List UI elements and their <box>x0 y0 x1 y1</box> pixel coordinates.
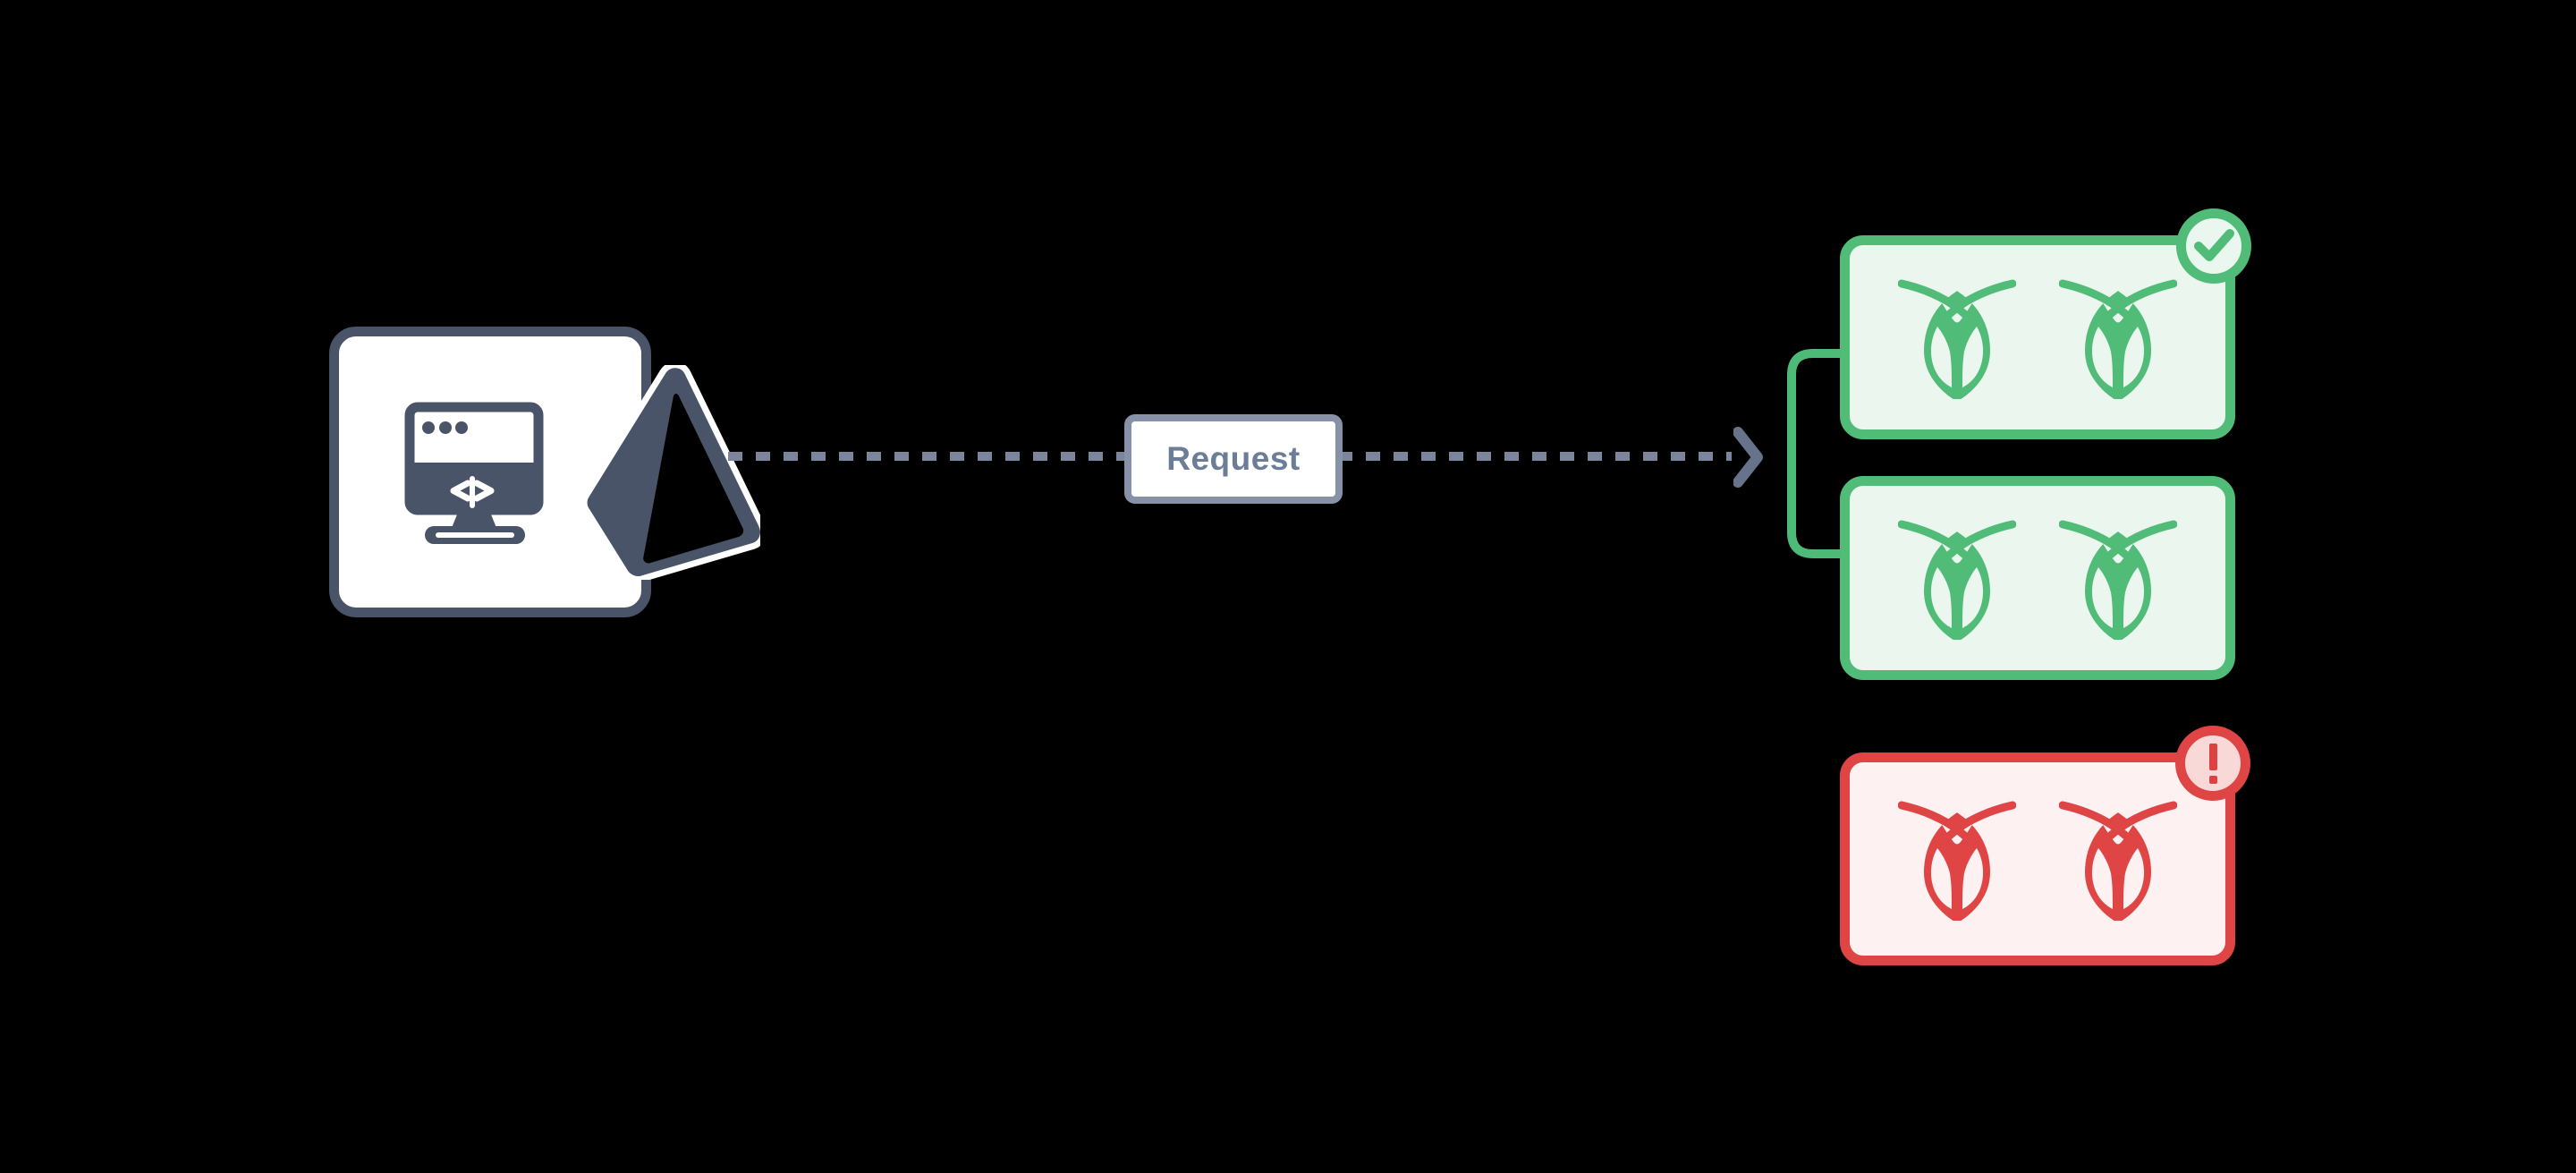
arrowhead-icon <box>1733 427 1763 488</box>
db-node-failed <box>1840 752 2235 965</box>
cockroach-icon <box>1898 801 2016 921</box>
check-badge <box>2176 208 2251 284</box>
exclamation-dot <box>2208 775 2217 784</box>
request-label: Request <box>1166 440 1301 477</box>
browser-code-icon <box>404 402 544 544</box>
prisma-logo-icon <box>583 365 760 580</box>
cluster-bracket <box>1787 349 1842 558</box>
request-label-box: Request <box>1124 414 1343 504</box>
cockroach-icon <box>2059 801 2177 921</box>
db-node-healthy-1 <box>1840 235 2235 439</box>
cockroach-icon <box>1898 520 2016 640</box>
exclamation-icon <box>2208 743 2217 770</box>
db-node-healthy-2 <box>1840 476 2235 680</box>
cockroach-icon <box>2059 520 2177 640</box>
check-icon <box>2194 229 2234 261</box>
alert-badge <box>2175 726 2250 801</box>
cockroach-icon <box>1898 279 2016 399</box>
cockroach-icon <box>2059 279 2177 399</box>
